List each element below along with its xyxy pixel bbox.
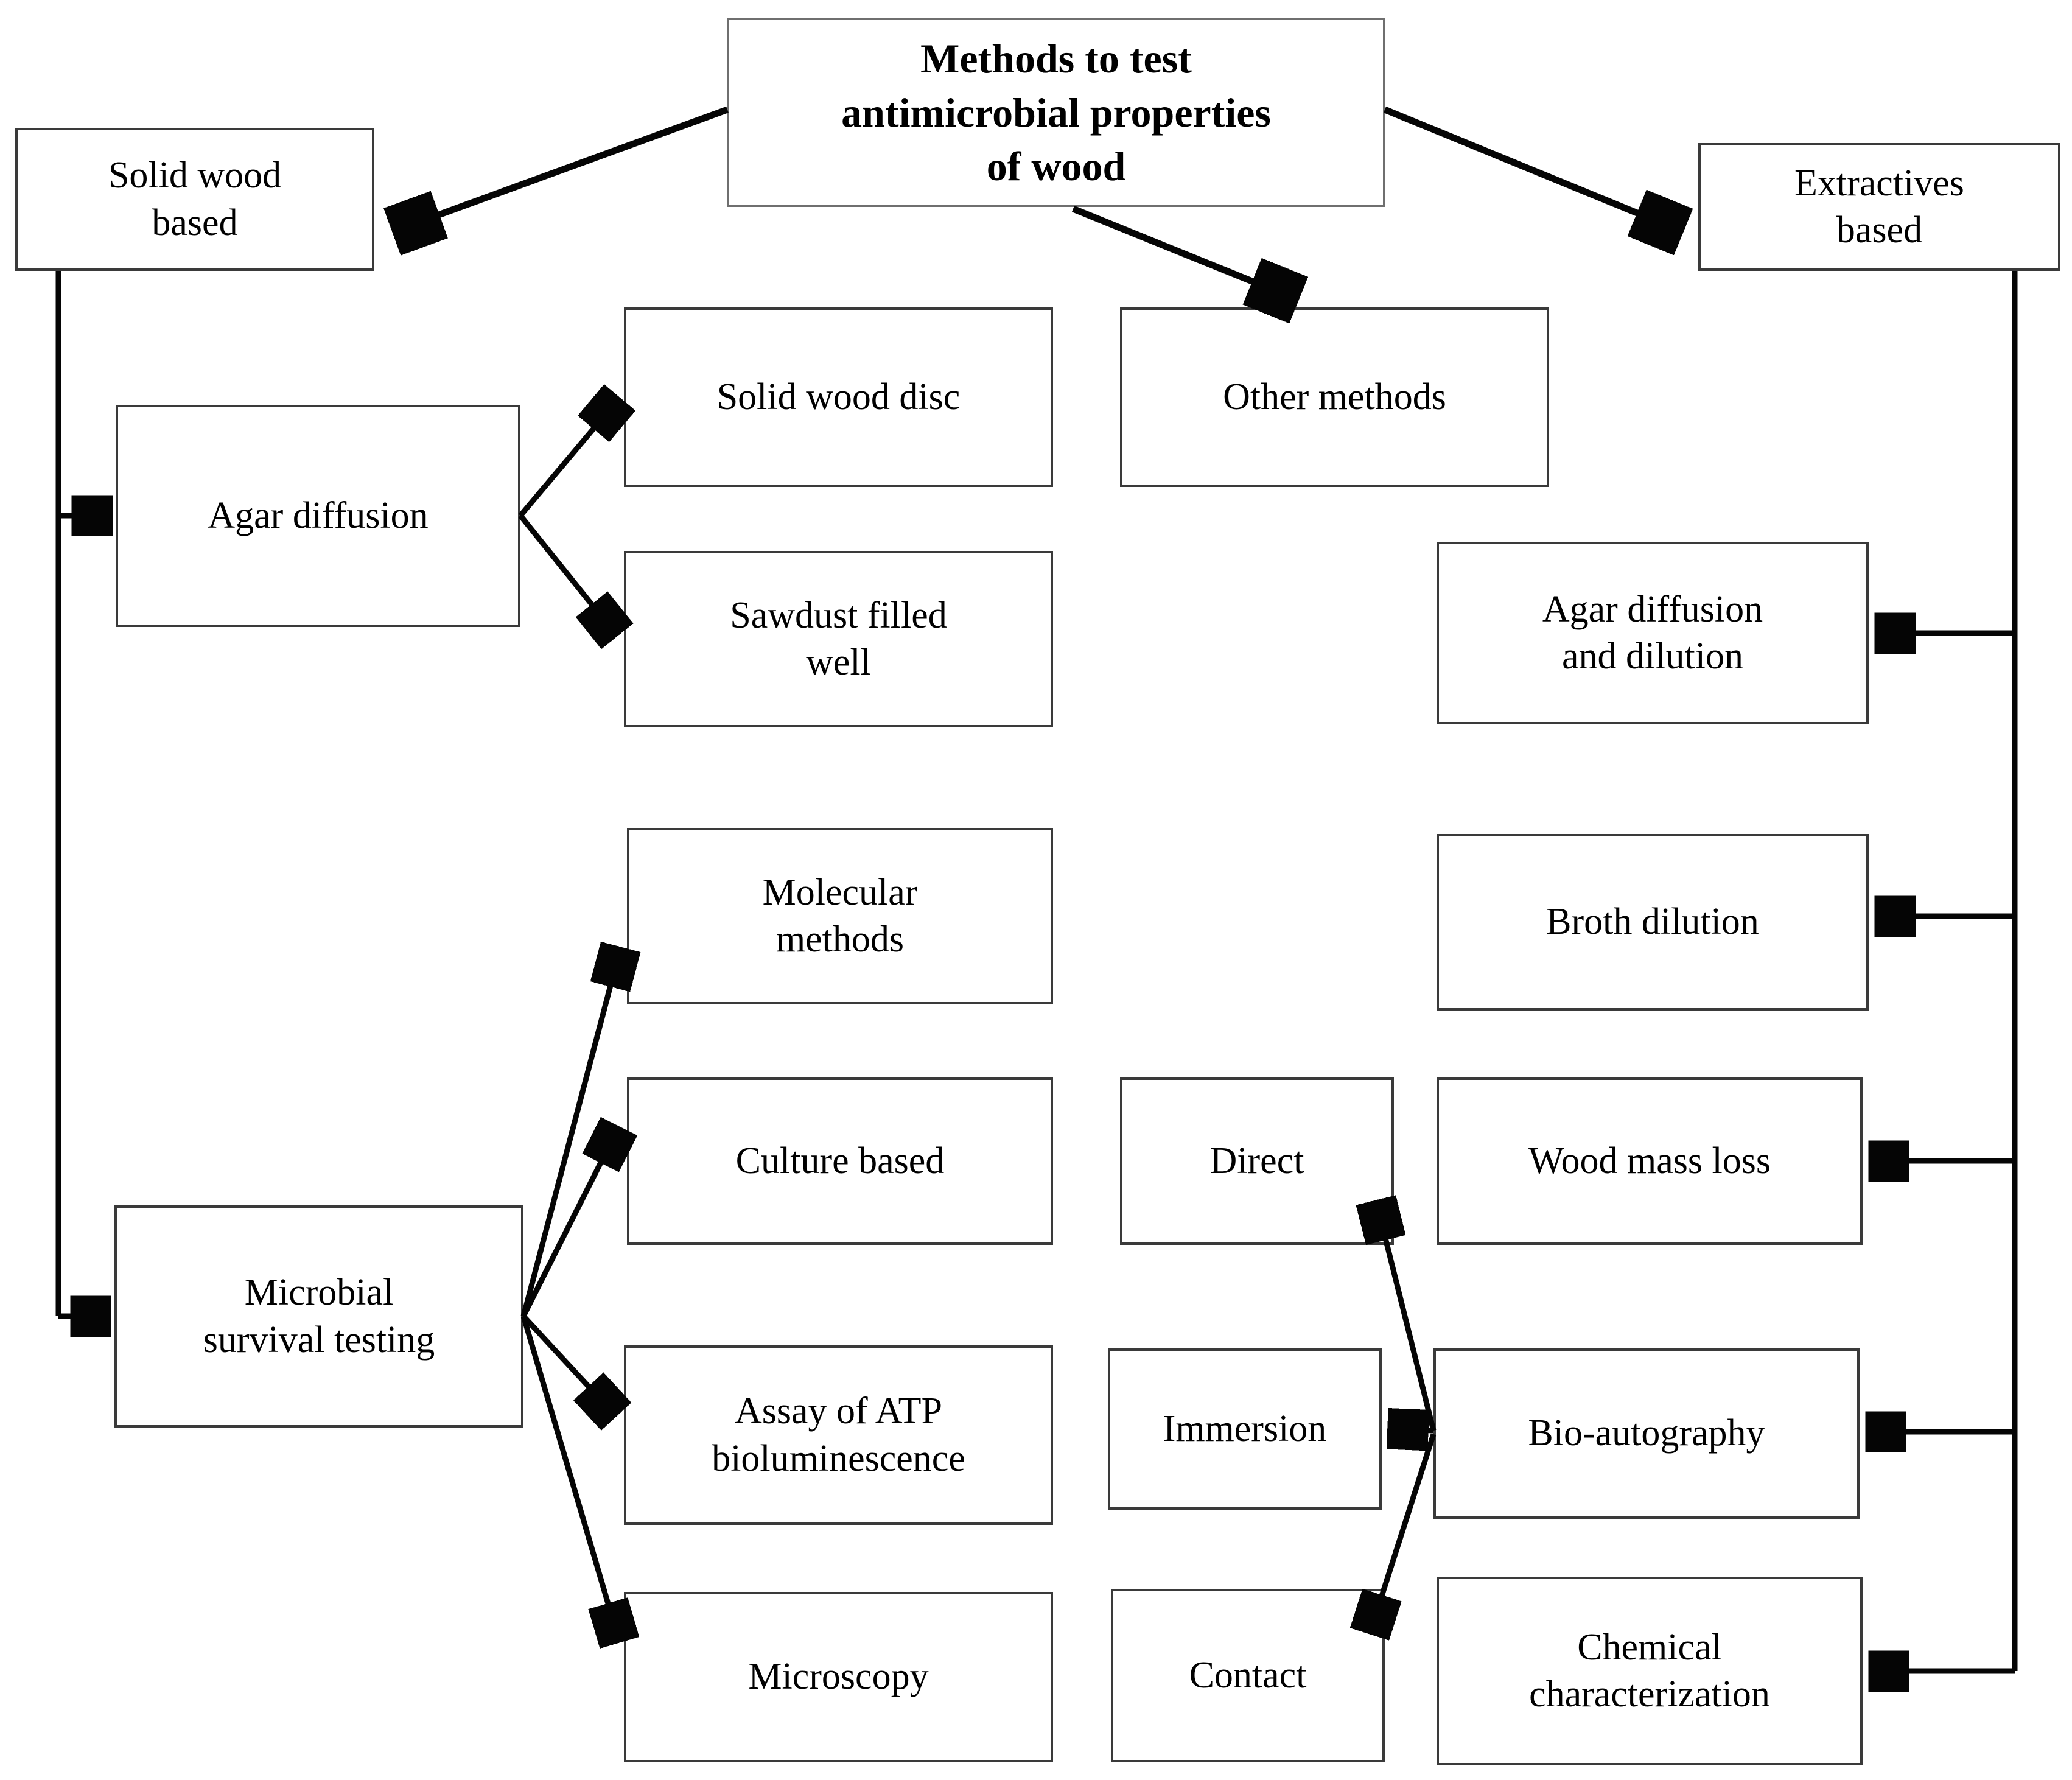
edge-agar-diffusion-to-sawdust-filled-well — [518, 514, 615, 633]
node-direct: Direct — [1120, 1077, 1394, 1245]
node-agar-diffusion-and-dilution: Agar diffusion and dilution — [1437, 542, 1869, 724]
edge-title-to-other-methods — [1071, 205, 1294, 298]
edge-microbial-to-molecular-methods — [520, 951, 620, 1317]
node-microscopy: Microscopy — [624, 1592, 1053, 1762]
edge-agar-diffusion-to-solid-wood-disc — [518, 401, 617, 517]
node-bio-autography: Bio-autography — [1433, 1348, 1860, 1519]
node-title: Methods to test antimicrobial properties… — [727, 18, 1385, 207]
node-solid-wood-disc: Solid wood disc — [624, 307, 1053, 487]
edge-bio-autography-to-immersion — [1391, 1429, 1434, 1431]
node-immersion: Immersion — [1108, 1348, 1382, 1510]
node-broth-dilution: Broth dilution — [1437, 834, 1869, 1011]
edge-microbial-to-microscopy — [520, 1315, 618, 1639]
node-contact: Contact — [1111, 1589, 1385, 1762]
node-extractives-based: Extractives based — [1698, 143, 2060, 271]
edge-title-to-solid-wood-based — [397, 106, 729, 230]
node-culture-based: Culture based — [627, 1077, 1053, 1245]
node-sawdust-filled-well: Sawdust filled well — [624, 551, 1053, 727]
node-solid-wood-based: Solid wood based — [15, 128, 374, 271]
node-microbial-survival-testing: Microbial survival testing — [114, 1205, 523, 1428]
edge-microbial-to-assay-of-atp — [521, 1314, 614, 1414]
node-molecular-methods: Molecular methods — [627, 828, 1053, 1004]
node-chemical-characterization: Chemical characterization — [1437, 1577, 1863, 1765]
edge-title-to-extractives-based — [1383, 106, 1679, 230]
node-wood-mass-loss: Wood mass loss — [1437, 1077, 1863, 1245]
edge-microbial-to-culture-based — [520, 1130, 617, 1318]
node-agar-diffusion: Agar diffusion — [116, 405, 520, 627]
node-assay-of-atp-bioluminescence: Assay of ATP bioluminescence — [624, 1345, 1053, 1525]
node-other-methods: Other methods — [1120, 307, 1549, 487]
